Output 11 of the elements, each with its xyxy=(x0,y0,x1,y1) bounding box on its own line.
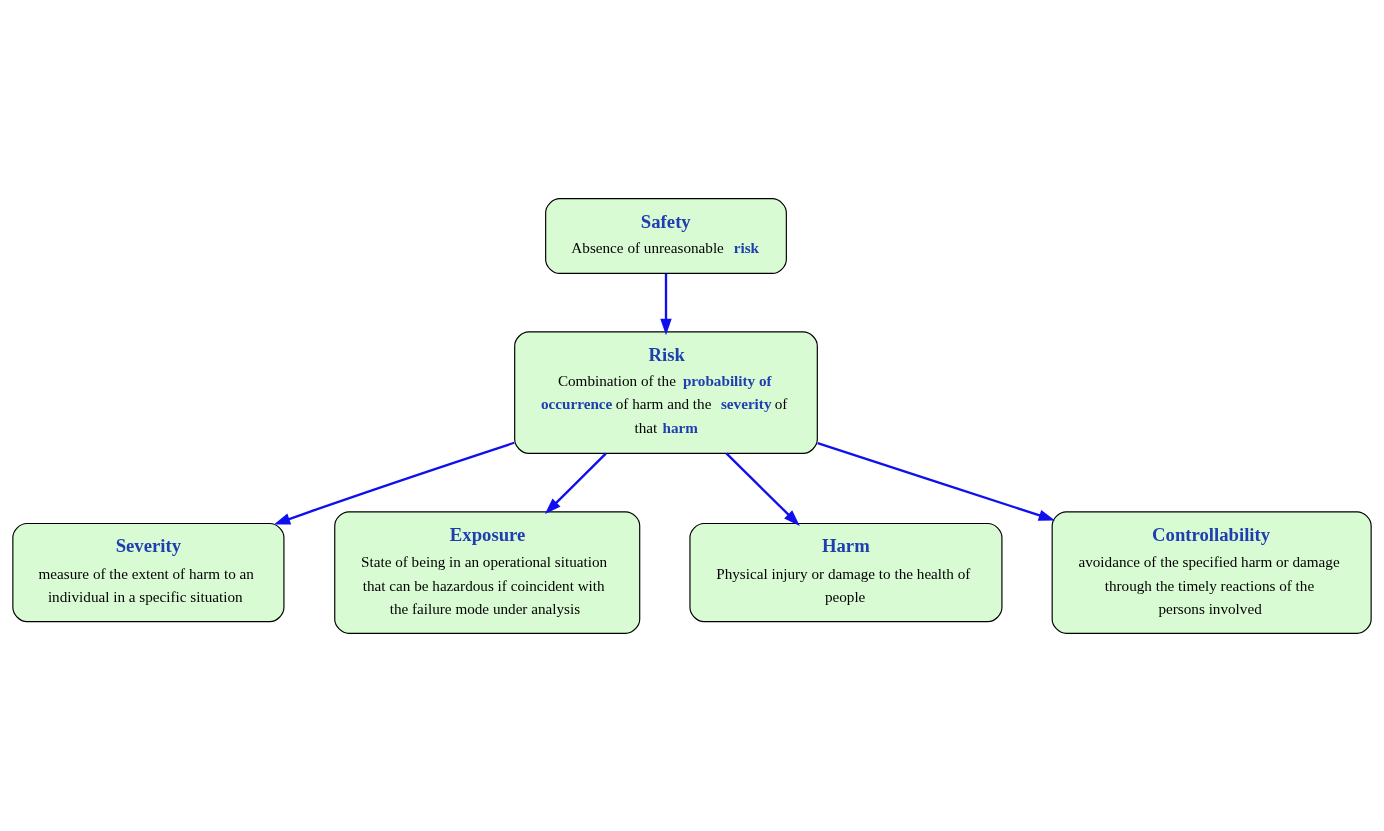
arrow xyxy=(725,452,800,526)
node-box: Severity measure of the extent of harm to an individual in a specific situation xyxy=(12,522,285,622)
arrow xyxy=(273,441,515,525)
arrow xyxy=(817,441,1056,521)
arrow xyxy=(544,452,607,514)
node-box: Risk Combination of the probability of occurrence of harm and the severity of that harm xyxy=(514,330,818,454)
node-box: Harm Physical injury or damage to the health of people xyxy=(689,522,1003,622)
arrow xyxy=(660,273,672,335)
node-box: Safety Absence of unreasonable risk xyxy=(545,197,787,274)
node-box: Exposure State of being in an operational situation that can be hazardous if coincident with the failure mode under analysis xyxy=(334,510,641,634)
node-box: Controllability avoidance of the specified harm or damage through the timely reactions of the persons involved xyxy=(1051,510,1372,634)
